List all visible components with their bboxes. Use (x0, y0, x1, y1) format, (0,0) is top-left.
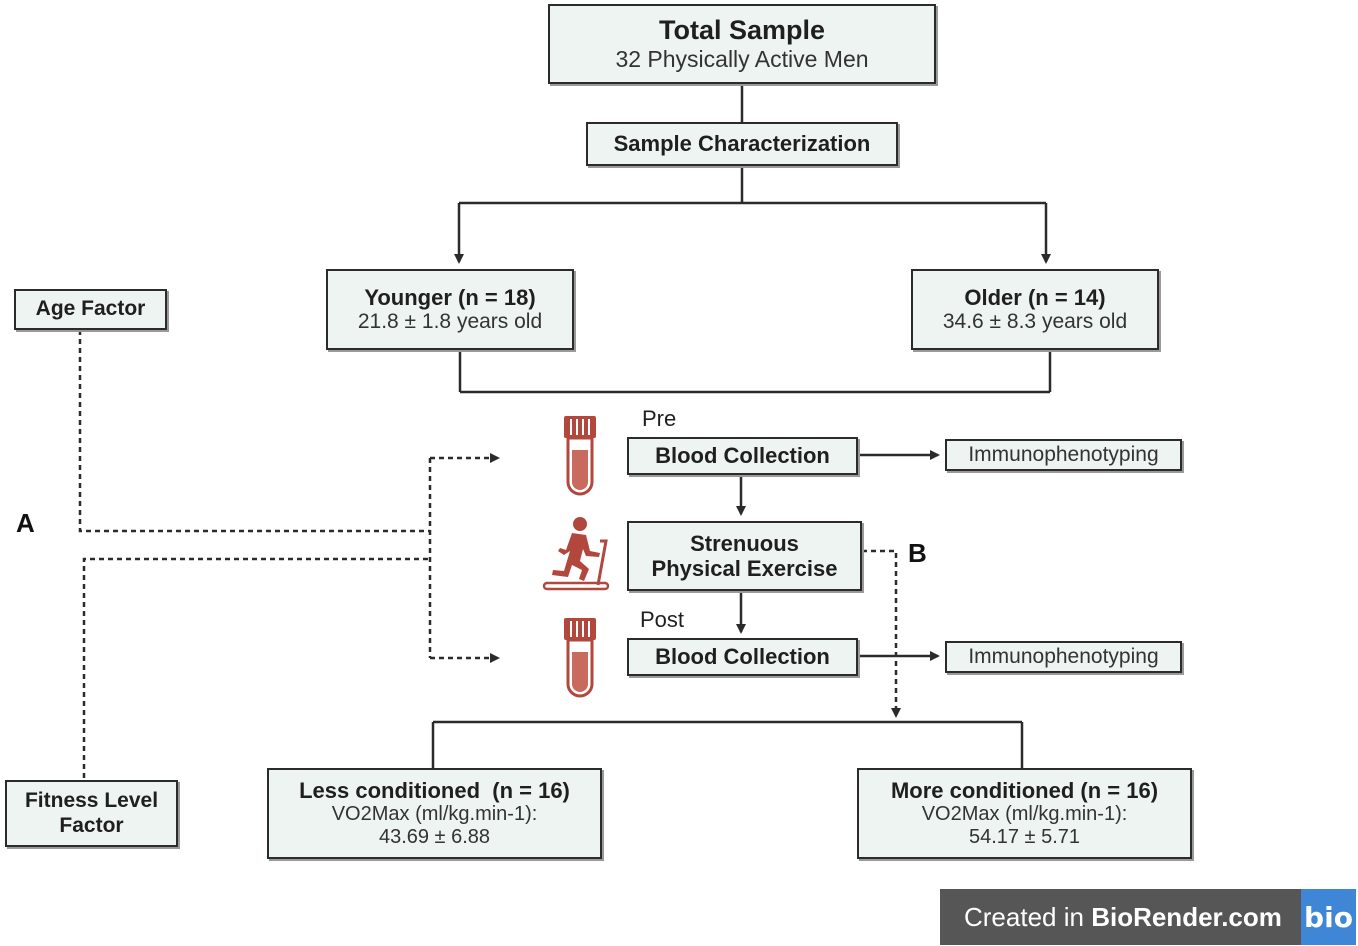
less-conditioned-metric: VO2Max (ml/kg.min-1): (331, 803, 538, 826)
total-sample-subtitle: 32 Physically Active Men (615, 46, 869, 73)
more-conditioned-metric: VO2Max (ml/kg.min-1): (921, 803, 1128, 826)
older-group-box: Older (n = 14) 34.6 ± 8.3 years old (911, 269, 1159, 350)
total-sample-box: Total Sample 32 Physically Active Men (548, 4, 936, 84)
biorender-logo-icon: bio (1301, 889, 1356, 945)
biorender-badge[interactable]: Created in BioRender.com bio (940, 889, 1356, 945)
less-conditioned-title: Less conditioned (n = 16) (299, 777, 570, 803)
younger-group-age: 21.8 ± 1.8 years old (357, 310, 543, 334)
blood-collection-pre-label: Blood Collection (655, 443, 830, 469)
younger-group-title: Younger (n = 18) (364, 284, 536, 310)
more-conditioned-title: More conditioned (n = 16) (890, 777, 1159, 803)
more-conditioned-box: More conditioned (n = 16) VO2Max (ml/kg.… (857, 768, 1192, 859)
immunophenotyping-pre-label: Immunophenotyping (968, 442, 1159, 466)
immunophenotyping-post-box: Immunophenotyping (945, 641, 1182, 673)
immunophenotyping-pre-box: Immunophenotyping (945, 439, 1182, 471)
biorender-badge-text: Created in BioRender.com (940, 902, 1301, 933)
less-conditioned-box: Less conditioned (n = 16) VO2Max (ml/kg.… (267, 768, 602, 859)
blood-tube-icon (564, 618, 596, 698)
more-conditioned-value: 54.17 ± 5.71 (968, 826, 1081, 849)
immunophenotyping-post-label: Immunophenotyping (968, 644, 1159, 668)
less-conditioned-value: 43.69 ± 6.88 (378, 826, 491, 849)
fitness-level-line2: Factor (59, 813, 124, 837)
fitness-level-line1: Fitness Level (24, 789, 159, 813)
fitness-level-factor-box: Fitness Level Factor (5, 780, 178, 847)
total-sample-title: Total Sample (658, 15, 826, 46)
treadmill-runner-icon (542, 517, 610, 591)
label-b: B (908, 538, 927, 568)
exercise-line1: Strenuous (690, 530, 799, 556)
age-factor-label: Age Factor (35, 297, 146, 321)
biorender-prefix: Created in (964, 901, 1092, 932)
pre-label: Pre (642, 406, 677, 431)
age-factor-box: Age Factor (14, 289, 167, 330)
sample-characterization-label: Sample Characterization (613, 131, 871, 157)
exercise-box: Strenuous Physical Exercise (627, 521, 862, 591)
label-a: A (16, 508, 35, 538)
older-group-title: Older (n = 14) (964, 284, 1106, 310)
older-group-age: 34.6 ± 8.3 years old (942, 310, 1128, 334)
exercise-line2: Physical Exercise (651, 556, 838, 581)
blood-tube-icon (564, 416, 596, 496)
biorender-brand: BioRender.com (1091, 901, 1282, 932)
blood-collection-post-label: Blood Collection (655, 644, 830, 670)
blood-collection-post-box: Blood Collection (627, 638, 858, 676)
sample-characterization-box: Sample Characterization (586, 122, 898, 166)
post-label: Post (640, 607, 685, 632)
blood-collection-pre-box: Blood Collection (627, 437, 858, 475)
younger-group-box: Younger (n = 18) 21.8 ± 1.8 years old (326, 269, 574, 350)
